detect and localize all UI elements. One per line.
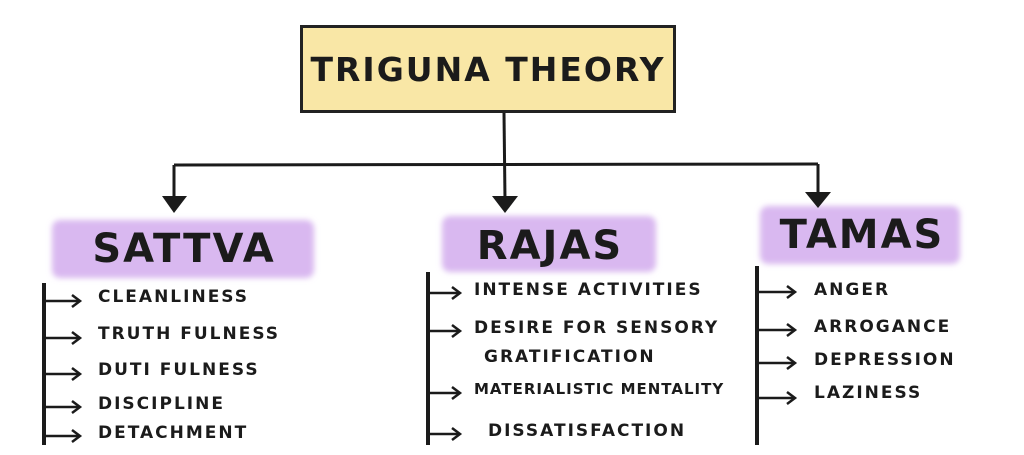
trait-dutifulness: DUTI FULNESS: [98, 360, 260, 380]
rajas-arrowhead: [492, 196, 518, 213]
tamas-heading: TAMAS: [779, 212, 945, 258]
trait-arrow-head: [451, 324, 463, 338]
trait-arrow-head: [451, 427, 463, 441]
trait-arrow-head: [71, 367, 83, 381]
rajas-highlight: [442, 216, 656, 272]
trait-desire-sensory: DESIRE FOR SENSORY: [474, 318, 720, 338]
trait-arrows: [46, 285, 798, 443]
trait-cleanliness: CLEANLINESS: [98, 287, 250, 307]
sattva-heading: SATTVA: [92, 226, 276, 272]
trait-arrow-head: [71, 331, 83, 345]
sattva-arrowhead: [162, 196, 187, 213]
trait-arrow-head: [786, 323, 798, 337]
trait-arrow-head: [71, 294, 83, 308]
trait-arrogance: ARROGANCE: [814, 317, 952, 337]
trait-arrow-head: [71, 400, 83, 414]
trait-intense-activities: INTENSE ACTIVITIES: [474, 280, 703, 300]
tamas-arrowhead: [805, 192, 831, 208]
diagram-title: TRIGUNA THEORY: [310, 49, 666, 89]
trait-laziness: LAZINESS: [814, 383, 923, 403]
trait-depression: DEPRESSION: [814, 350, 956, 370]
trait-arrow-head: [786, 285, 798, 299]
trait-truthfulness: TRUTH FULNESS: [98, 324, 281, 344]
trait-detachment: DETACHMENT: [98, 423, 249, 443]
sattva-highlight: [52, 220, 314, 278]
trunk-line: [502, 112, 507, 201]
title-box: TRIGUNA THEORY: [300, 25, 676, 113]
trait-arrow-head: [451, 286, 463, 300]
trait-anger: ANGER: [814, 280, 891, 300]
trait-arrow-head: [786, 391, 798, 405]
trait-discipline: DISCIPLINE: [98, 394, 225, 414]
tamas-highlight: [760, 206, 960, 264]
trait-gratification: GRATIFICATION: [484, 347, 656, 367]
trait-materialistic-mentality: MATERIALISTIC MENTALITY: [474, 380, 725, 398]
rajas-heading: RAJAS: [476, 223, 624, 269]
trait-arrow-head: [451, 386, 463, 400]
trait-arrow-head: [71, 429, 83, 443]
branch-bar: [173, 162, 819, 167]
trait-arrow-head: [786, 356, 798, 370]
trait-dissatisfaction: DISSATISFACTION: [488, 421, 687, 441]
